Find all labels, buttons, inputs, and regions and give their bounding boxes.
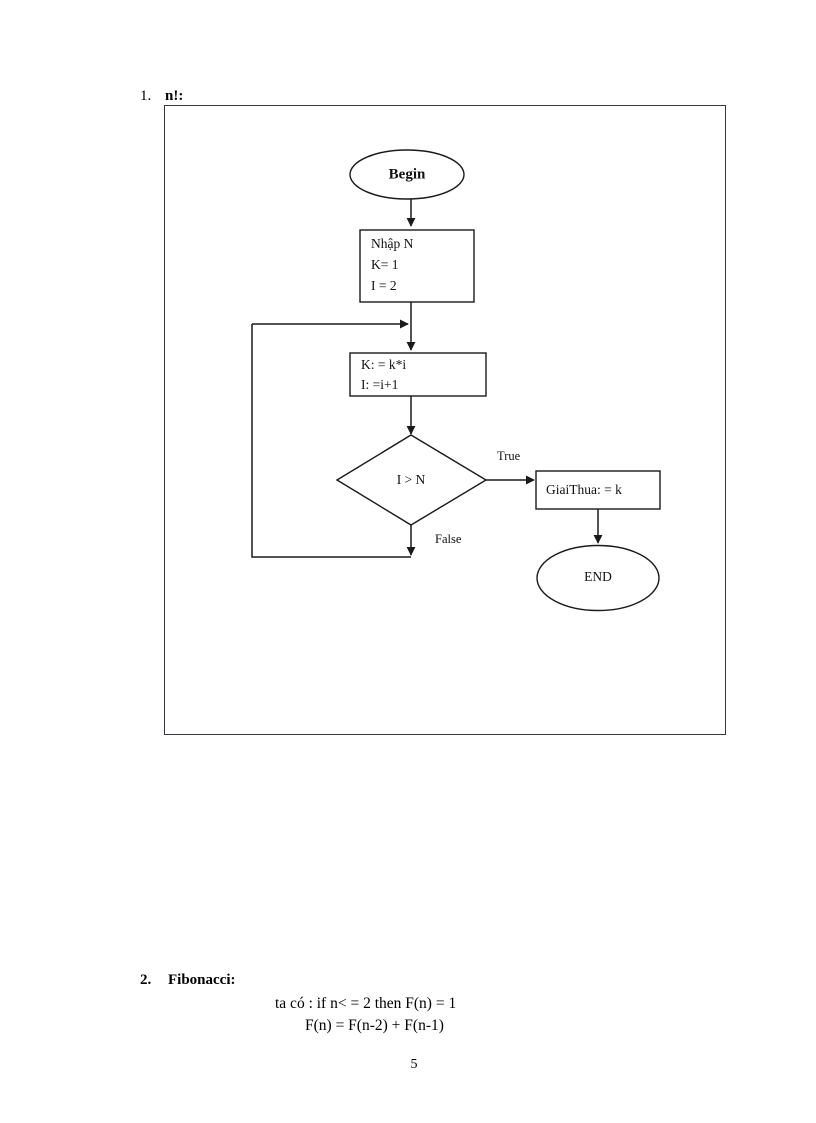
input-line-2: K= 1 [371,257,399,272]
begin-ellipse-shape [349,149,465,200]
edge-label-false: False [435,532,462,546]
node-end: END [536,544,660,612]
fibonacci-formula-line-1: ta có : if n< = 2 then F(n) = 1 [275,995,457,1012]
input-rect-shape [359,229,475,303]
fibonacci-formula-line-2: F(n) = F(n-2) + F(n-1) [305,1017,444,1034]
decision-label: I > N [397,472,426,487]
section-2-title: Fibonacci: [168,972,236,988]
node-begin: Begin [349,149,465,200]
section-1-title: n!: [165,88,184,104]
begin-label: Begin [389,166,426,182]
process-line-1: K: = k*i [361,357,406,372]
page-number: 5 [410,1057,418,1072]
section-1-marker: 1. [140,88,152,104]
output-label: GiaiThua: = k [546,482,622,497]
output-rect-shape [535,470,661,510]
figure-border-box [164,105,726,735]
process-line-2: I: =i+1 [361,377,398,392]
flowchart-diagram: Begin Nhập N K= 1 I = 2 K: = k*i I: =i+1… [251,149,661,612]
node-decision: I > N [335,434,488,526]
node-output: GiaiThua: = k [535,470,661,510]
input-line-1: Nhập N [371,236,414,251]
node-input: Nhập N K= 1 I = 2 [359,229,475,303]
end-ellipse-shape [536,544,660,612]
edge-label-true: True [497,449,521,463]
node-process: K: = k*i I: =i+1 [349,352,487,397]
input-line-3: I = 2 [371,278,397,293]
section-2-marker: 2. [140,972,152,988]
process-rect-shape [349,352,487,397]
edge-loopback-rail [251,324,411,558]
end-label: END [584,569,612,584]
